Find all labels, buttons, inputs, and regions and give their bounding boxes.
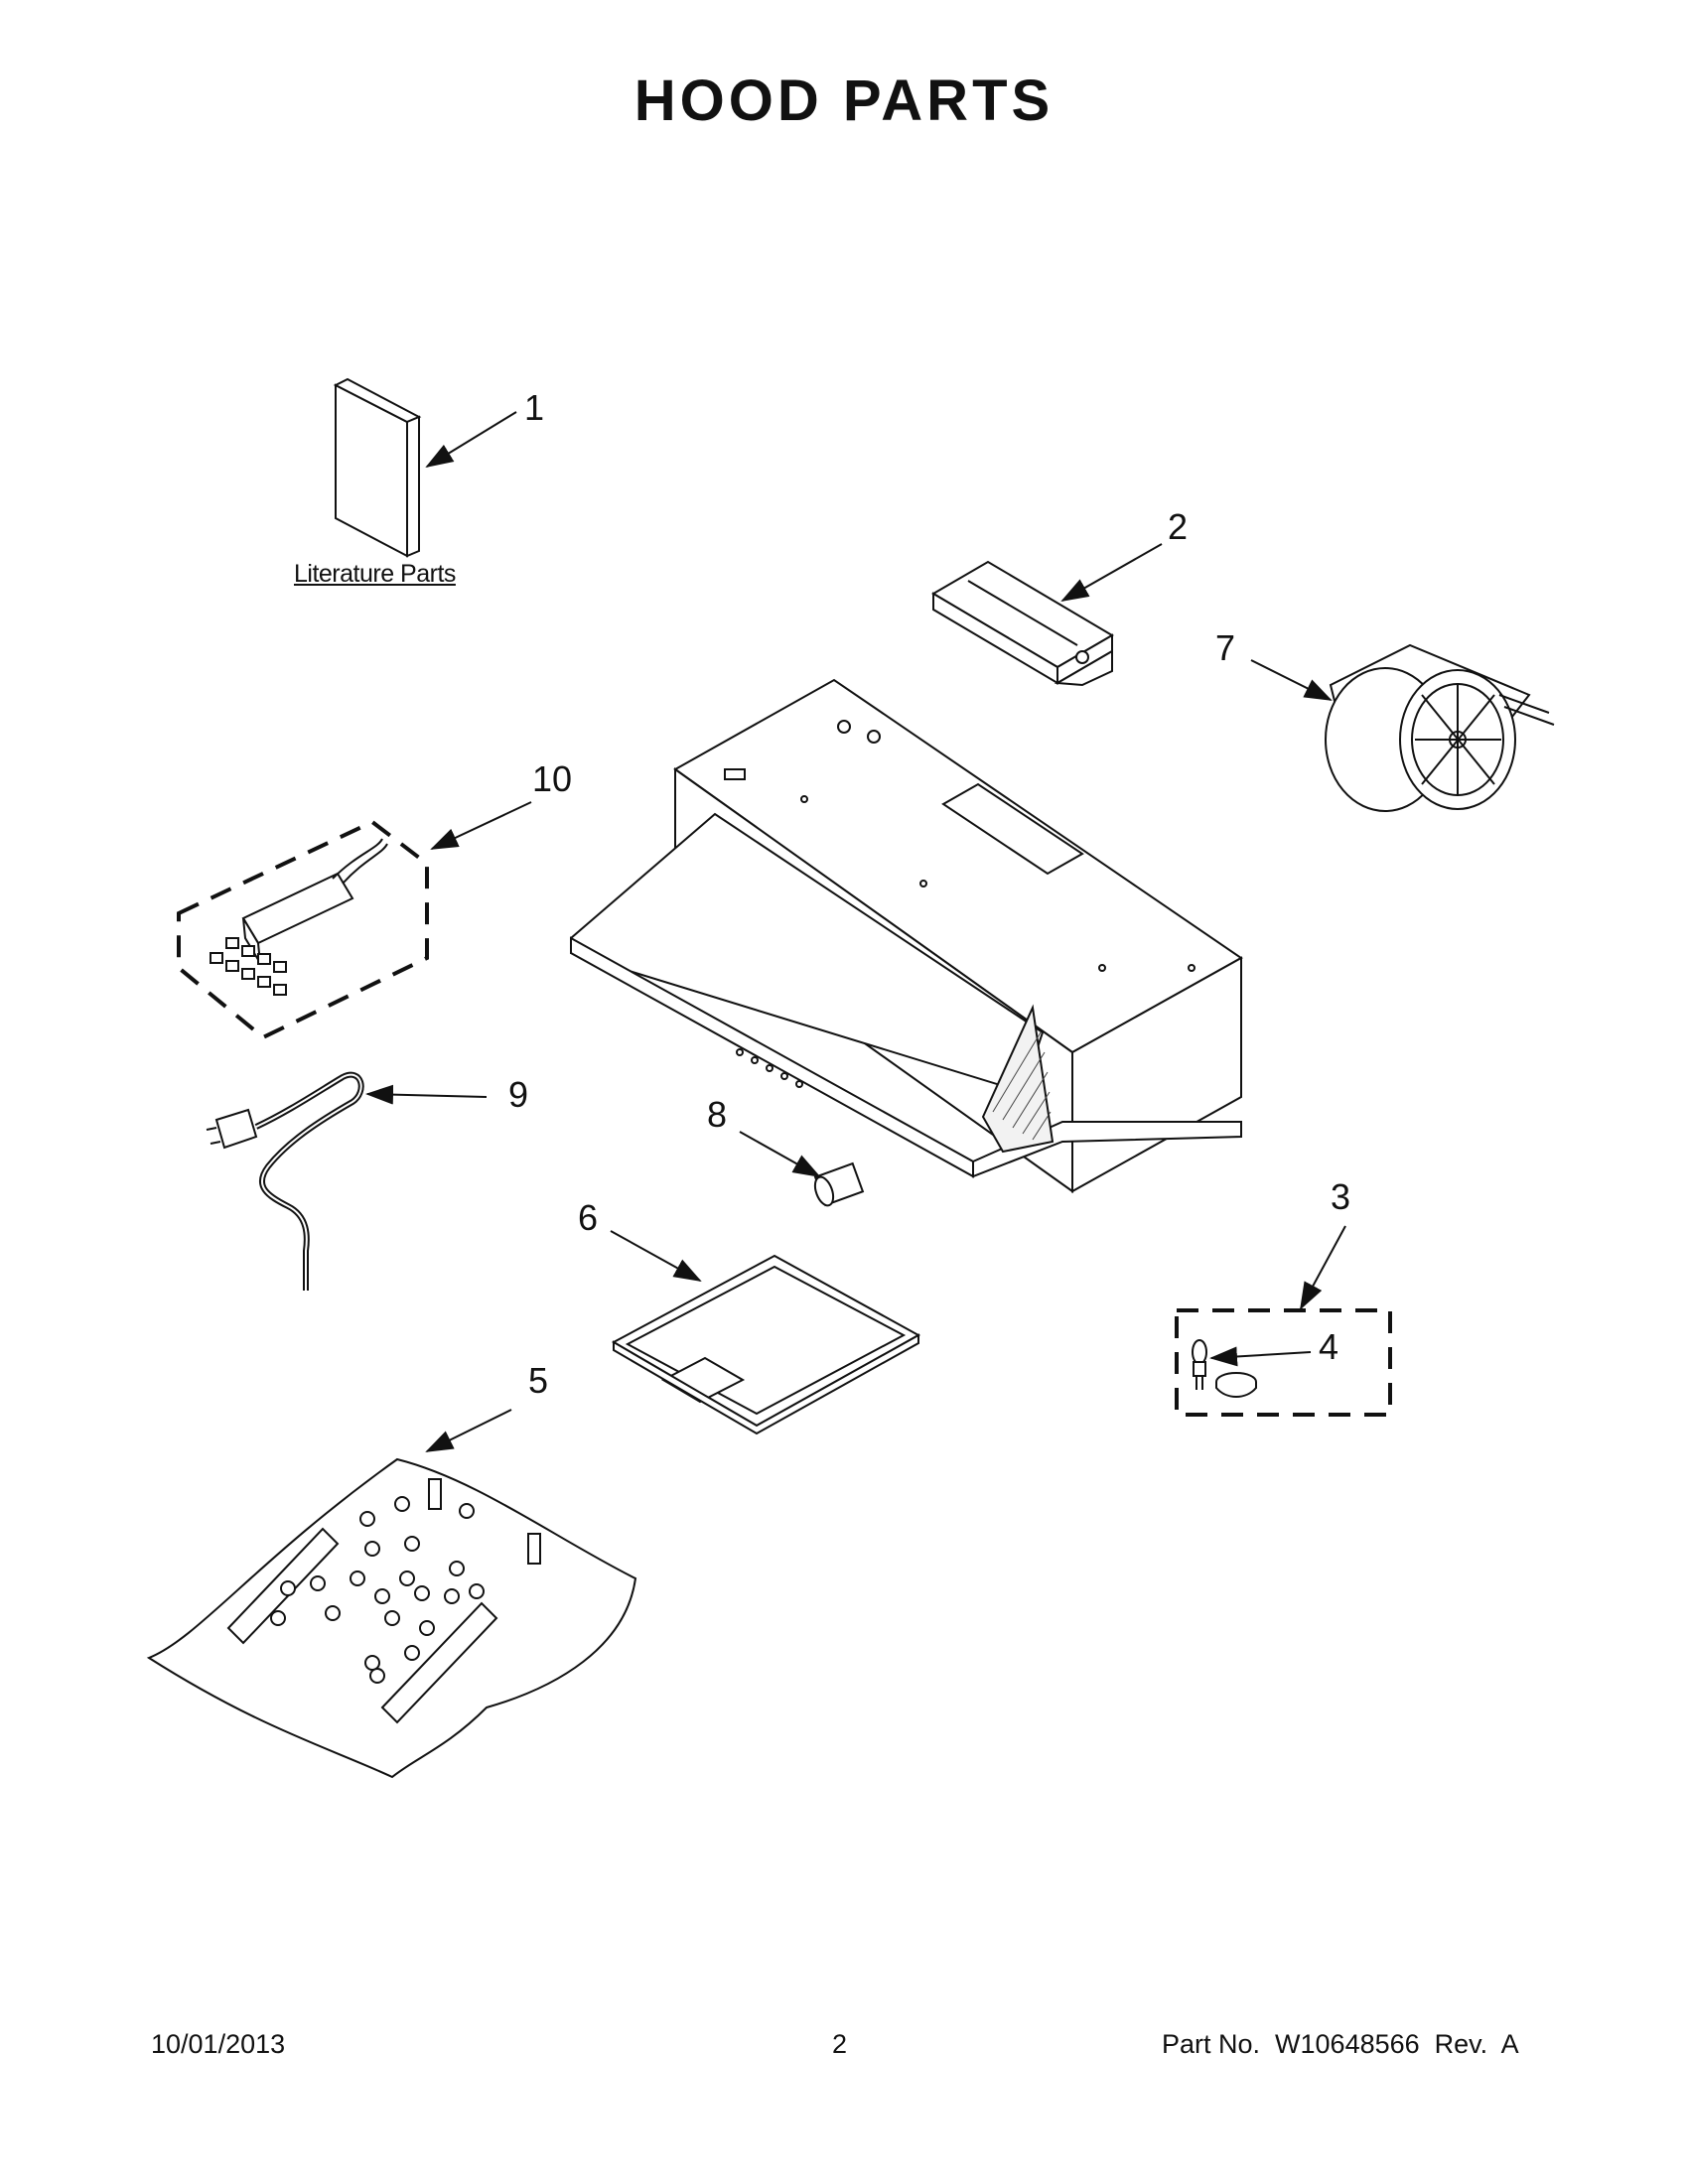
grease-filter-part [611,1254,921,1435]
leader-10 [430,801,532,850]
lamp-kit-part [1175,1308,1392,1417]
page-title: HOOD PARTS [633,68,1055,133]
callout-8: 8 [707,1094,728,1135]
control-box-part [931,560,1114,687]
wire-harness-part [177,819,429,1040]
hardware-kit-part [146,1457,637,1779]
blower-fan-part [1325,643,1555,812]
range-hood-body [570,678,1243,1193]
callout-5: 5 [528,1360,549,1401]
leader-1 [425,411,517,469]
callout-7: 7 [1215,627,1236,668]
literature-booklet-part [333,377,422,558]
footer-date: 10/01/2013 [151,2029,286,2059]
literature-parts-label: Literature Parts [294,560,456,588]
callout-3: 3 [1331,1176,1351,1217]
leader-2 [1060,543,1163,602]
callout-2: 2 [1168,506,1189,547]
leader-5 [425,1409,512,1452]
callout-1: 1 [524,387,545,428]
leader-6 [610,1230,702,1282]
footer-part-number: Part No. W10648566 Rev. A [1162,2029,1519,2059]
callout-9: 9 [508,1074,529,1115]
callout-4: 4 [1319,1326,1339,1367]
leader-7 [1250,659,1333,701]
knob-part [813,1161,865,1207]
callout-6: 6 [578,1197,599,1238]
leader-8 [739,1131,821,1177]
callout-10: 10 [532,758,573,799]
leader-4 [1209,1346,1312,1367]
leader-3 [1300,1225,1346,1310]
leader-9 [365,1084,488,1105]
footer-page-number: 2 [832,2029,848,2059]
power-cord-part [206,1071,364,1291]
